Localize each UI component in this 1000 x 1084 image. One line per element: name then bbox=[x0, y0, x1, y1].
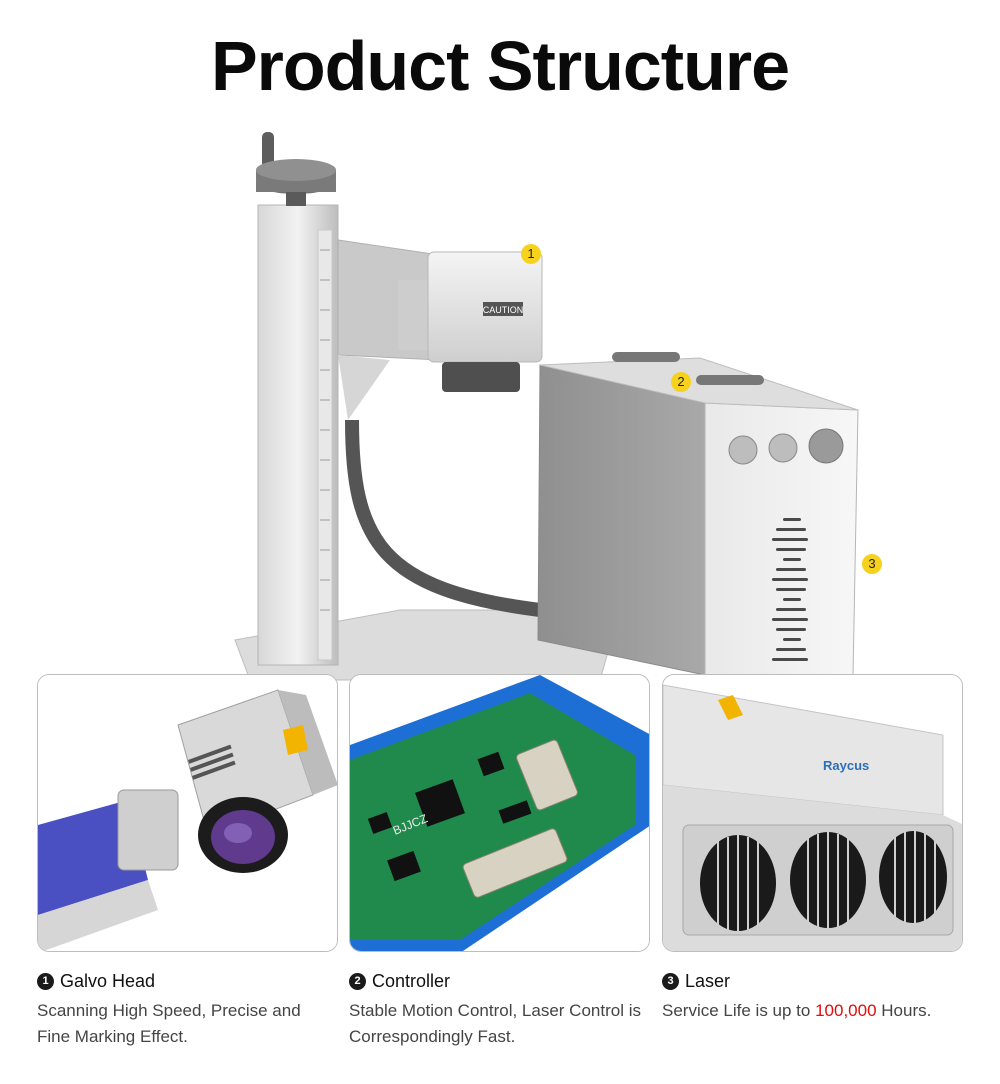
caution-label: CAUTION bbox=[483, 305, 524, 315]
marker-controller: 2 bbox=[671, 372, 691, 392]
feature-number-badge: 2 bbox=[349, 972, 366, 990]
galvo-head-image bbox=[38, 675, 337, 951]
laser-image: Raycus bbox=[663, 675, 962, 951]
laser-image-card: Raycus bbox=[662, 674, 963, 952]
galvo-head-image-card bbox=[37, 674, 338, 952]
feature-galvo-head: 1 Galvo Head Scanning High Speed, Precis… bbox=[37, 968, 347, 1050]
machine-drawing: CAUTION bbox=[234, 132, 859, 681]
marker-galvo-head: 1 bbox=[521, 244, 541, 264]
feature-description: Scanning High Speed, Precise and Fine Ma… bbox=[37, 1001, 301, 1046]
page-title: Product Structure bbox=[210, 27, 790, 105]
description-text: Service Life is up to bbox=[662, 1001, 816, 1020]
laser-brand-text: Raycus bbox=[823, 758, 869, 773]
feature-heading: 1 Galvo Head bbox=[37, 968, 347, 994]
feature-heading: 3 Laser bbox=[662, 968, 972, 994]
feature-controller: 2 Controller Stable Motion Control, Lase… bbox=[349, 968, 659, 1050]
service-life-value: 100,000 bbox=[815, 1001, 877, 1020]
feature-laser: 3 Laser Service Life is up to 100,000 Ho… bbox=[662, 968, 972, 1024]
marker-laser: 3 bbox=[862, 554, 882, 574]
feature-number-badge: 1 bbox=[37, 972, 54, 990]
feature-title: Laser bbox=[685, 970, 731, 991]
controller-image-card: BJJCZ bbox=[349, 674, 650, 952]
feature-title: Galvo Head bbox=[60, 970, 156, 991]
controller-image: BJJCZ bbox=[350, 675, 649, 951]
description-text-end: Hours. bbox=[876, 1001, 932, 1020]
feature-description: Stable Motion Control, Laser Control is … bbox=[349, 1001, 641, 1046]
feature-title: Controller bbox=[372, 970, 451, 991]
feature-description: Service Life is up to 100,000 Hours. bbox=[662, 998, 982, 1024]
feature-number-badge: 3 bbox=[662, 972, 679, 990]
laser-machine-illustration: CAUTION 1 2 3 bbox=[0, 120, 1000, 690]
feature-heading: 2 Controller bbox=[349, 968, 659, 994]
